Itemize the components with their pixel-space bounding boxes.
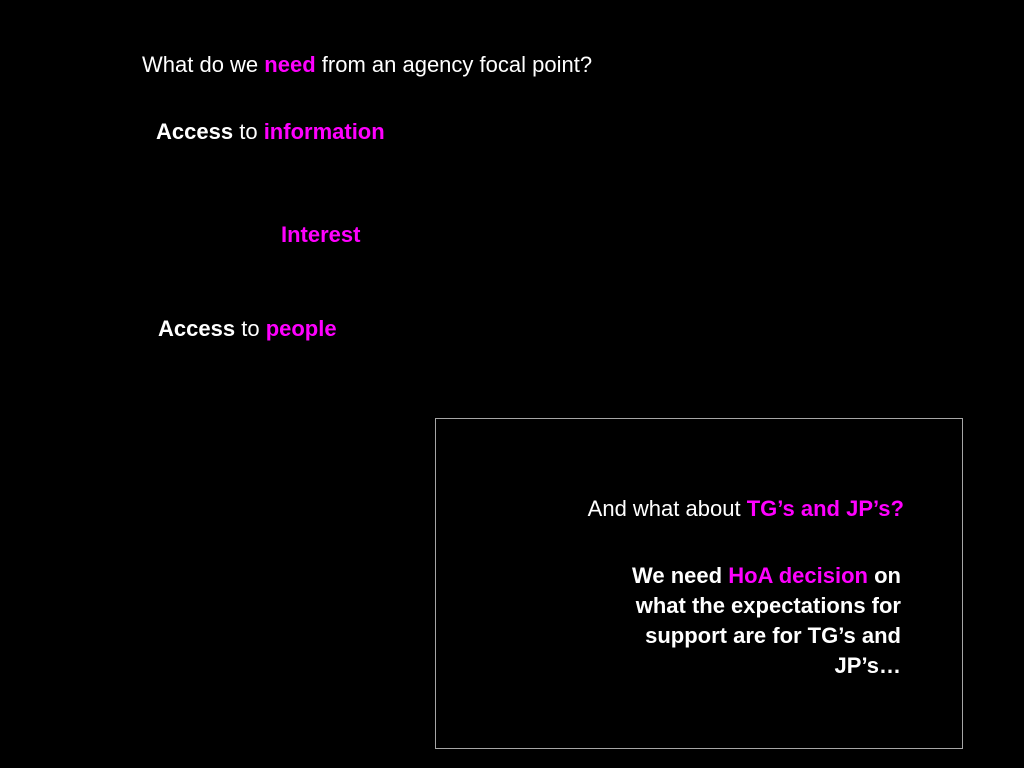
need-item-emphasis: Interest [281, 222, 361, 247]
need-item-emphasis: people [265, 316, 337, 341]
callout-question-before: And what about [587, 496, 741, 521]
need-item-lead: Access [158, 316, 236, 341]
need-item-joiner: to [241, 316, 260, 341]
need-item-access-information: Access to information [156, 119, 385, 145]
need-item-lead: Access [156, 119, 234, 144]
callout-question-emphasis: TG’s and JP’s? [746, 496, 904, 521]
title-emphasis: need [264, 52, 316, 77]
need-item-joiner: to [239, 119, 258, 144]
callout-question: And what about TG’s and JP’s? [588, 496, 904, 522]
need-item-interest: Interest [281, 222, 360, 248]
callout-answer: We need HoA decision on what the expecta… [601, 561, 901, 681]
callout-answer-emphasis: HoA decision [728, 563, 868, 588]
callout-answer-part2: on what the expectations for support are… [635, 563, 901, 678]
slide-title: What do we need from an agency focal poi… [142, 52, 592, 78]
tg-jp-callout-box: And what about TG’s and JP’s? We need Ho… [435, 418, 963, 749]
need-item-access-people: Access to people [158, 316, 337, 342]
need-item-emphasis: information [263, 119, 385, 144]
title-text-after: from an agency focal point? [321, 52, 593, 77]
callout-answer-part1: We need [632, 563, 723, 588]
title-text-before: What do we [142, 52, 259, 77]
